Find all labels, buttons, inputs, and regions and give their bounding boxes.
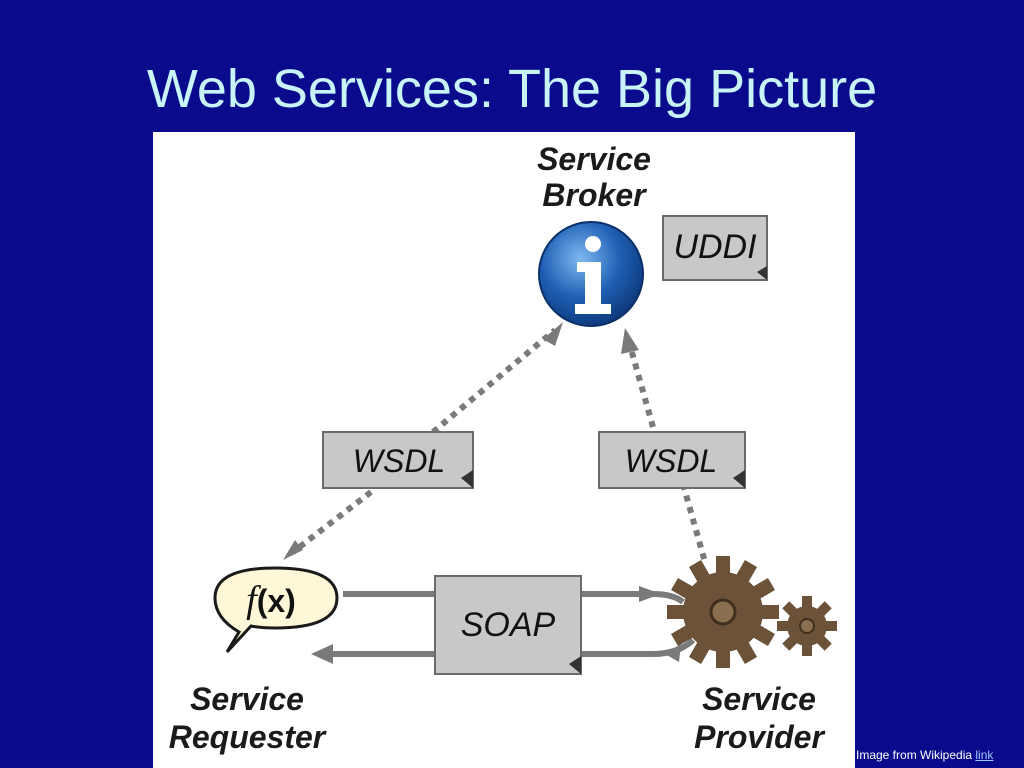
soap-label: SOAP	[461, 606, 556, 644]
uddi-badge: UDDI	[662, 215, 768, 281]
web-services-diagram: UDDI WSDL WSDL SOAP f(x)	[153, 132, 855, 768]
arrow-requester-to-broker	[283, 322, 563, 560]
wsdl-label-right: WSDL	[625, 443, 717, 479]
svg-text:f(x): f(x)	[246, 579, 296, 621]
wikipedia-link[interactable]: link	[975, 748, 994, 762]
svg-text:Service: Service	[702, 681, 816, 717]
provider-label: Service Provider	[694, 681, 825, 755]
function-args: (x)	[257, 583, 296, 619]
wsdl-badge-right: WSDL	[598, 431, 746, 489]
info-icon	[538, 221, 644, 327]
function-bubble-icon: f(x)	[213, 566, 339, 654]
soap-badge: SOAP	[434, 575, 582, 675]
arrow-provider-to-broker	[621, 328, 708, 563]
image-credit: Image from Wikipedia link	[856, 748, 993, 762]
gears-icon	[667, 556, 837, 668]
svg-text:Provider: Provider	[694, 719, 825, 755]
wsdl-label-left: WSDL	[353, 443, 445, 479]
soap-arrows	[311, 586, 696, 664]
uddi-label: UDDI	[673, 228, 757, 266]
requester-label: Service Requester	[169, 681, 327, 755]
svg-text:Service: Service	[537, 141, 651, 177]
wsdl-badge-left: WSDL	[322, 431, 474, 489]
image-credit-text: Image from Wikipedia	[856, 748, 976, 762]
slide-title: Web Services: The Big Picture	[146, 59, 878, 119]
svg-text:Service: Service	[190, 681, 304, 717]
broker-label: Service Broker	[537, 141, 651, 213]
svg-text:Broker: Broker	[542, 177, 647, 213]
svg-text:Requester: Requester	[169, 719, 327, 755]
